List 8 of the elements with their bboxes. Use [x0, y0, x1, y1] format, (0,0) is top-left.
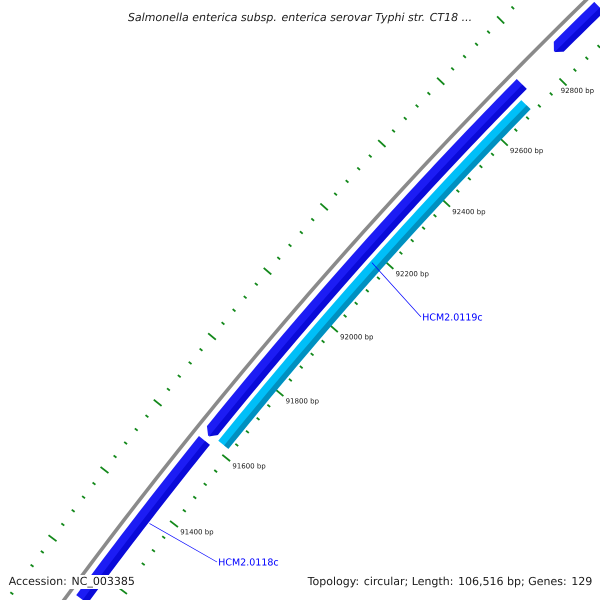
gene-label: HCM2.0119c [423, 313, 482, 321]
leader-line [149, 523, 218, 562]
gene-label: HCM2.0118c [219, 558, 278, 566]
gene-feature-block [554, 2, 600, 52]
accession-text: Accession: NC_003385 [7, 575, 136, 589]
leader-line [372, 262, 422, 318]
title: Salmonella enterica subsp. enterica serovar Typhi str. CT18 ... [126, 11, 474, 25]
genome-info-text: Topology: circular; Length: 106,516 bp; Genes: 129 [306, 575, 594, 589]
